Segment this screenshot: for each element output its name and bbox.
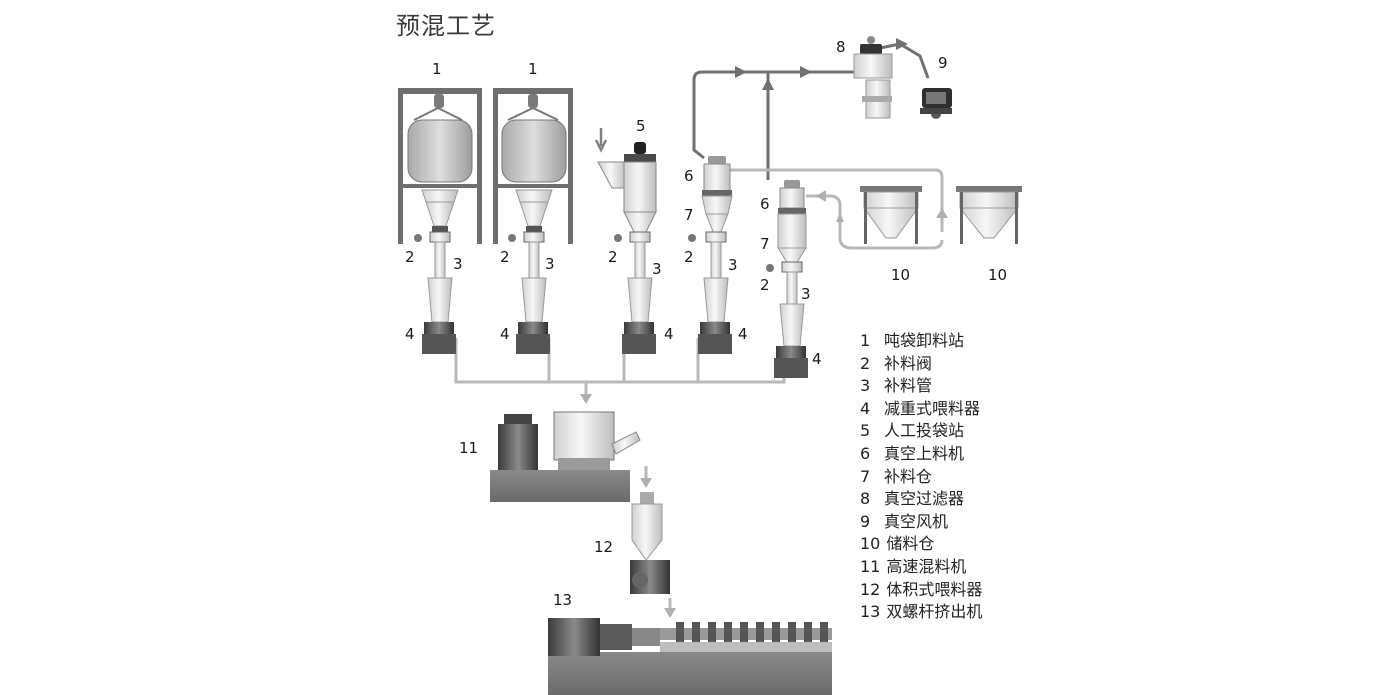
callout-7: 7: [684, 206, 694, 224]
legend-item-number: 3: [860, 376, 871, 396]
volumetric-feeder: [630, 492, 670, 594]
vacuum-arrow: [800, 66, 812, 78]
legend-item-label: 人工投袋站: [884, 421, 965, 441]
vacuum-line: [692, 42, 930, 180]
legend-list: 1 吨袋卸料站 2 补料阀 3 补料管 4 减重式喂料器 5 人工投袋站 6 真空上料机 7 补料仓 8 真空…: [860, 330, 982, 624]
callout-2: 2: [684, 248, 694, 266]
callout-4: 4: [664, 325, 674, 343]
legend-item-number: 2: [860, 353, 871, 373]
callout-3: 3: [545, 255, 555, 273]
callout-12: 12: [594, 538, 613, 556]
page-title: 预混工艺: [396, 12, 496, 40]
conveying-arrow: [936, 208, 948, 218]
legend-item-number: 13: [860, 602, 881, 622]
callout-3: 3: [652, 260, 662, 278]
callout-labels: 1 1 5 8 9 2 3 4 2 3 4 2 3 4 6 7 2 3 4 6 …: [405, 38, 1007, 609]
callout-2: 2: [608, 248, 618, 266]
callout-10: 10: [891, 266, 910, 284]
legend-item-number: 7: [860, 466, 871, 486]
storage-silo: [860, 186, 922, 244]
manual-bag-dump-station: [597, 142, 657, 354]
storage-silo: [956, 186, 1022, 244]
callout-13: 13: [553, 591, 572, 609]
legend-item-label: 补料管: [884, 376, 933, 396]
callout-7: 7: [760, 235, 770, 253]
callout-4: 4: [812, 350, 822, 368]
callout-11: 11: [459, 439, 478, 457]
vacuum-arrow: [735, 66, 747, 78]
callout-5: 5: [636, 117, 646, 135]
legend-item-label: 储料仓: [886, 534, 935, 554]
legend-item-number: 5: [860, 421, 871, 441]
legend-item: 2 补料阀: [860, 353, 982, 376]
legend-item: 9 真空风机: [860, 511, 982, 534]
vacuum-loader-station: [688, 156, 733, 354]
legend-item: 8 真空过滤器: [860, 488, 982, 511]
callout-2: 2: [760, 276, 770, 294]
twin-screw-extruder: [548, 618, 832, 695]
callout-3: 3: [453, 255, 463, 273]
legend-item-number: 1: [860, 331, 871, 350]
bulk-bag-station: [398, 88, 482, 354]
conveying-arrow: [640, 478, 652, 488]
callout-2: 2: [405, 248, 415, 266]
legend-item-number: 10: [860, 534, 881, 554]
callout-6: 6: [684, 167, 694, 185]
vacuum-pump: [920, 88, 952, 119]
legend-item-number: 11: [860, 556, 881, 576]
legend-item: 3 补料管: [860, 375, 982, 398]
vacuum-arrow: [896, 38, 908, 50]
legend-item-label: 高速混料机: [886, 556, 967, 576]
legend-item-label: 补料仓: [884, 466, 933, 486]
legend-item: 7 补料仓: [860, 466, 982, 489]
barrel-heater-row: [676, 622, 828, 642]
conveying-arrow: [816, 190, 826, 202]
vacuum-filter: [853, 36, 893, 119]
vacuum-arrow: [762, 78, 774, 90]
high-speed-mixer: [490, 411, 641, 502]
callout-3: 3: [728, 256, 738, 274]
legend-item: 5 人工投袋站: [860, 420, 982, 443]
manual-feed-arrow: [594, 128, 608, 153]
callout-2: 2: [500, 248, 510, 266]
legend-item-number: 4: [860, 398, 871, 418]
callout-10: 10: [988, 266, 1007, 284]
legend-item-label: 双螺杆挤出机: [886, 602, 983, 622]
legend-item: 4 减重式喂料器: [860, 398, 982, 421]
conveying-arrow: [580, 394, 592, 404]
legend-item-label: 吨袋卸料站: [884, 331, 965, 350]
legend-item-number: 8: [860, 489, 871, 509]
legend-item: 6 真空上料机: [860, 443, 982, 466]
legend-item-number: 6: [860, 443, 871, 463]
callout-9: 9: [938, 54, 948, 72]
legend-item-label: 补料阀: [884, 353, 933, 373]
legend-item-label: 真空风机: [884, 511, 949, 531]
vacuum-loader-station: [766, 180, 808, 378]
conveying-arrow: [836, 212, 844, 222]
legend-item-label: 体积式喂料器: [886, 579, 983, 599]
callout-1: 1: [528, 60, 538, 78]
callout-4: 4: [738, 325, 748, 343]
conveying-arrow: [664, 608, 676, 618]
conveying-line: [454, 168, 944, 616]
bulk-bag-station: [493, 88, 573, 354]
callout-6: 6: [760, 195, 770, 213]
legend-item-number: 9: [860, 511, 871, 531]
callout-3: 3: [801, 285, 811, 303]
legend-item-label: 真空过滤器: [884, 489, 965, 509]
callout-8: 8: [836, 38, 846, 56]
callout-4: 4: [405, 325, 415, 343]
legend-item-number: 12: [860, 579, 881, 599]
legend-item-label: 真空上料机: [884, 443, 965, 463]
legend-item-label: 减重式喂料器: [884, 398, 981, 418]
callout-1: 1: [432, 60, 442, 78]
legend-item: 1 吨袋卸料站: [860, 330, 982, 353]
callout-4: 4: [500, 325, 510, 343]
